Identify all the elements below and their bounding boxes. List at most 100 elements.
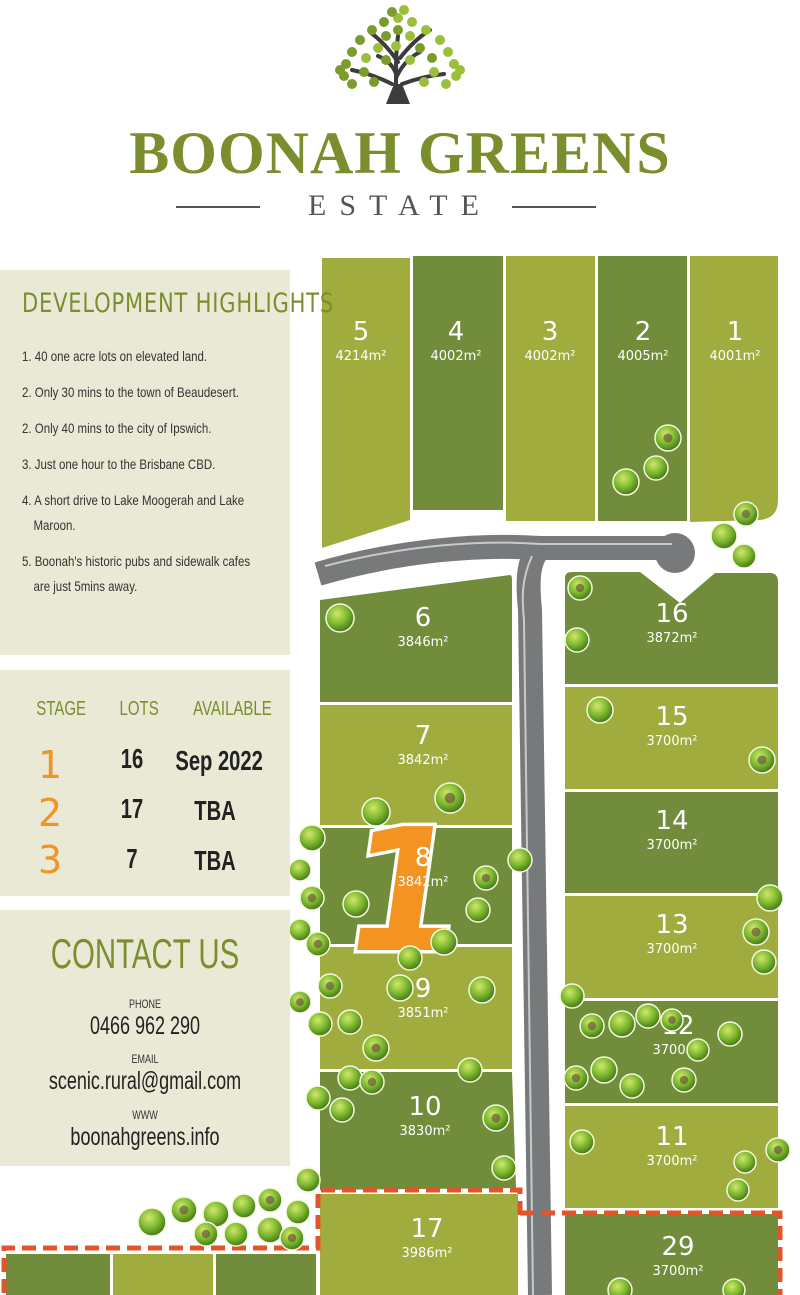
tree-icon xyxy=(654,424,682,452)
lot-17-shape[interactable] xyxy=(320,1194,518,1295)
lot-5-area: 4214m² xyxy=(336,349,387,364)
list-item: 3. Just one hour to the Brisbane CBD. xyxy=(22,456,216,472)
lot-14-shape[interactable] xyxy=(565,792,778,893)
tree-icon xyxy=(733,501,759,527)
tree-icon xyxy=(359,1069,385,1095)
stage-lots: 17 xyxy=(120,793,144,824)
available-header: AVAILABLE xyxy=(193,698,272,720)
lot-shapes xyxy=(6,256,778,1295)
tree-icon xyxy=(223,1221,249,1247)
lot-10-shape[interactable] xyxy=(320,1072,516,1190)
tree-icon xyxy=(137,1207,167,1237)
lot-17-number: 17 xyxy=(410,1214,443,1244)
tree-icon xyxy=(256,1216,284,1244)
lot-4-shape[interactable] xyxy=(413,256,503,510)
list-item: 1. 40 one acre lots on elevated land. xyxy=(22,348,208,364)
lot-bottom-c-shape[interactable] xyxy=(216,1254,316,1295)
tree-icon xyxy=(325,603,355,633)
lot-6-shape[interactable] xyxy=(320,575,512,702)
brand-divider-right xyxy=(512,206,596,208)
phone-label: PHONE xyxy=(128,997,162,1011)
stage-number: 1 xyxy=(38,743,63,787)
lot-bottom-b-shape[interactable] xyxy=(113,1254,213,1295)
lot-1-area: 4001m² xyxy=(710,349,761,364)
highlights-panel xyxy=(0,270,290,655)
lot-17-area: 3986m² xyxy=(402,1246,453,1261)
tree-icon xyxy=(586,696,614,724)
tree-icon xyxy=(305,931,331,957)
tree-icon xyxy=(288,858,312,882)
lot-6-number: 6 xyxy=(415,603,432,633)
tree-icon xyxy=(342,890,370,918)
list-item: 4. A short drive to Lake Moogerah and La… xyxy=(22,492,245,533)
tree-icon xyxy=(231,1193,257,1219)
tree-icon xyxy=(569,1129,595,1155)
lot-15-area: 3700m² xyxy=(647,734,698,749)
lot-1-number: 1 xyxy=(727,317,744,347)
tree-icon xyxy=(559,983,585,1009)
lot-16-number: 16 xyxy=(655,599,688,629)
lot-8-area: 3842m² xyxy=(398,875,449,890)
tree-icon xyxy=(337,1065,363,1091)
brand-subtitle: ESTATE xyxy=(308,189,492,222)
lot-13-shape[interactable] xyxy=(565,896,778,998)
stage-available: TBA xyxy=(194,795,236,826)
stage-boundary xyxy=(1,1187,783,1295)
tree-icon xyxy=(457,1057,483,1083)
lot-2-shape[interactable] xyxy=(598,256,687,521)
tree-icon xyxy=(742,918,770,946)
lot-10-number: 10 xyxy=(408,1092,441,1122)
tree-icon xyxy=(299,885,325,911)
tree-icon xyxy=(193,1221,219,1247)
tree-icon xyxy=(468,976,496,1004)
highlights-title: DEVELOPMENT HIGHLIGHTS xyxy=(22,288,334,319)
lot-1-shape[interactable] xyxy=(690,256,778,522)
tree-icon xyxy=(361,797,391,827)
contact-title: CONTACT US xyxy=(50,930,240,977)
tree-icon xyxy=(671,1067,697,1093)
stage-number: 2 xyxy=(38,791,63,835)
lot-bottom-a-shape[interactable] xyxy=(6,1254,110,1295)
tree-icon xyxy=(612,468,640,496)
email-label: EMAIL xyxy=(131,1052,159,1066)
lot-15-number: 15 xyxy=(655,702,688,732)
lot-9-area: 3851m² xyxy=(398,1006,449,1021)
lot-16-area: 3872m² xyxy=(647,631,698,646)
road-north-south xyxy=(516,539,552,1295)
tree-icon xyxy=(619,1073,645,1099)
website-link[interactable]: boonahgreens.info xyxy=(70,1123,220,1151)
tree-icon xyxy=(733,1150,757,1174)
lot-8-number: 8 xyxy=(415,843,432,873)
lot-2-number: 2 xyxy=(635,317,652,347)
email-address[interactable]: scenic.rural@gmail.com xyxy=(48,1067,242,1095)
lot-16-shape[interactable] xyxy=(565,572,778,684)
lot-3-area: 4002m² xyxy=(525,349,576,364)
lot-3-shape[interactable] xyxy=(506,256,595,521)
lot-13-number: 13 xyxy=(655,910,688,940)
stage-header: STAGE xyxy=(36,698,87,720)
tree-icon xyxy=(635,1003,661,1029)
list-item: 5. Boonah's historic pubs and sidewalk c… xyxy=(22,553,251,594)
tree-icon xyxy=(473,865,499,891)
tree-icon xyxy=(710,522,738,550)
tree-icon xyxy=(307,1011,333,1037)
lot-5-shape[interactable] xyxy=(322,258,410,548)
tree-icon xyxy=(335,5,465,104)
tree-icon xyxy=(362,1034,390,1062)
lot-9-number: 9 xyxy=(415,974,432,1004)
lot-7-area: 3842m² xyxy=(398,753,449,768)
tree-icon xyxy=(430,928,458,956)
lot-11-area: 3700m² xyxy=(647,1154,698,1169)
road-cul-de-sac xyxy=(655,533,695,573)
lot-29-shape[interactable] xyxy=(565,1214,778,1295)
tree-icon xyxy=(434,782,466,814)
lot-14-number: 14 xyxy=(655,806,688,836)
tree-icon xyxy=(285,1199,311,1225)
list-item: 2. Only 30 mins to the town of Beaudeser… xyxy=(22,384,239,400)
phone-number[interactable]: 0466 962 290 xyxy=(89,1012,201,1040)
tree-icon xyxy=(397,945,423,971)
lot-14-area: 3700m² xyxy=(647,838,698,853)
lot-7-shape[interactable] xyxy=(320,705,512,825)
tree-icon xyxy=(257,1187,283,1213)
tree-icon xyxy=(563,1065,589,1091)
